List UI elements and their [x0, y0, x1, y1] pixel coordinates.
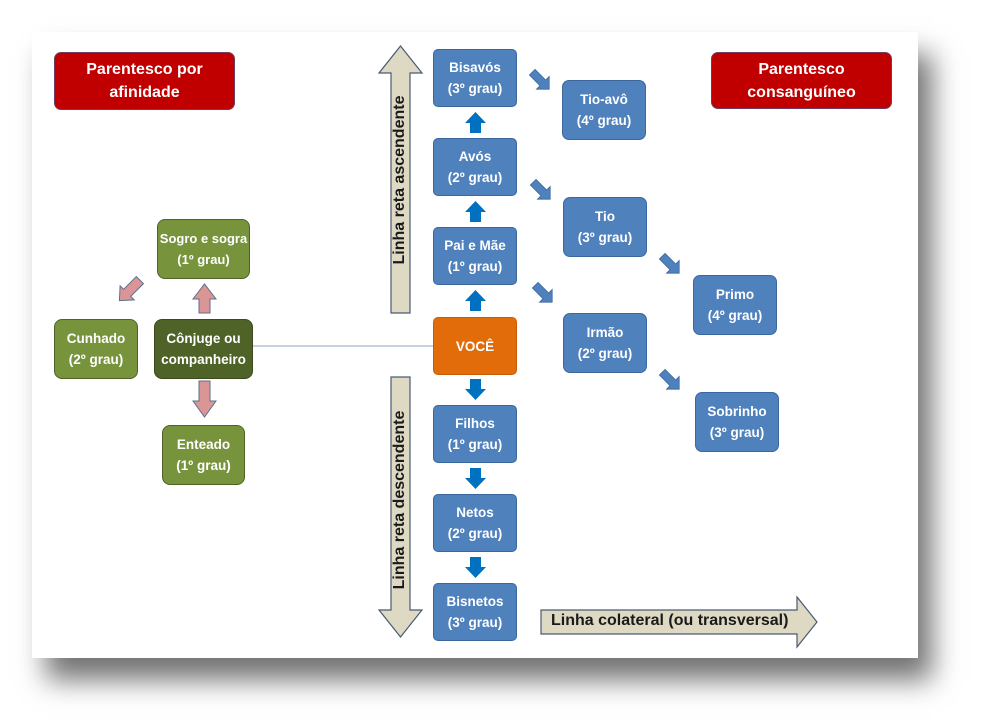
- node-name: Sobrinho: [707, 404, 767, 419]
- node-in-laws: Sogro e sogra (1º grau): [157, 219, 250, 279]
- node-degree: (2º grau): [447, 526, 503, 541]
- node-name: Filhos: [455, 416, 495, 431]
- node-name-line2: companheiro: [161, 352, 246, 367]
- node-children: Filhos (1º grau): [433, 405, 517, 463]
- node-name: VOCÊ: [455, 338, 495, 354]
- node-spouse: Cônjuge ou companheiro: [154, 319, 253, 379]
- node-grandchildren: Netos (2º grau): [433, 494, 517, 552]
- node-degree: (1º grau): [447, 259, 503, 274]
- header-consanguineous-line1: Parentesco: [758, 60, 845, 78]
- node-degree: (2º grau): [577, 346, 633, 361]
- arrow-diagonal-icon: [528, 68, 550, 90]
- header-consanguineous-line2: consanguíneo: [747, 83, 856, 101]
- arrow-diagonal-icon: [658, 252, 680, 274]
- arrow-up-icon: [465, 201, 486, 222]
- arrow-down-icon: [465, 557, 486, 578]
- node-degree: (3º grau): [447, 615, 503, 630]
- node-name-line1: Cônjuge ou: [166, 331, 241, 346]
- node-name: Irmão: [586, 325, 624, 340]
- ascending-axis-label: Linha reta ascendente: [391, 95, 408, 265]
- header-affinity-line2: afinidade: [109, 84, 180, 101]
- node-grandparents: Avós (2º grau): [433, 138, 517, 196]
- node-uncle: Tio (3º grau): [563, 197, 647, 257]
- down-arrows: [465, 379, 486, 578]
- node-name: Bisavós: [449, 60, 501, 75]
- header-affinity-line1: Parentesco por: [86, 61, 203, 78]
- arrow-up-icon: [465, 290, 486, 311]
- node-degree: (2º grau): [447, 170, 503, 185]
- node-great-uncle: Tio-avô (4º grau): [562, 80, 646, 140]
- node-degree: (4º grau): [576, 113, 632, 128]
- node-name: Primo: [715, 287, 755, 302]
- arrow-diagonal-icon: [118, 275, 145, 302]
- affinity-arrows: [118, 275, 218, 418]
- descending-axis-label: Linha reta descendente: [391, 410, 408, 590]
- node-degree: (2º grau): [68, 352, 124, 367]
- node-name: Tio-avô: [580, 92, 628, 107]
- descending-axis-arrow: [377, 376, 424, 638]
- node-degree: (1º grau): [177, 252, 230, 267]
- arrow-diagonal-icon: [658, 368, 680, 390]
- node-degree: (3º grau): [577, 230, 633, 245]
- arrow-down-icon: [192, 380, 217, 418]
- node-name: Avós: [458, 149, 492, 164]
- arrow-diagonal-icon: [531, 281, 553, 303]
- node-degree: (3º grau): [709, 425, 765, 440]
- ascending-axis-arrow: [377, 45, 424, 314]
- arrow-up-icon: [191, 283, 218, 314]
- header-affinity: Parentesco por afinidade: [54, 52, 235, 110]
- node-name: Cunhado: [66, 331, 126, 346]
- arrow-down-icon: [465, 379, 486, 400]
- diagonal-arrows: [528, 68, 680, 390]
- node-sibling: Irmão (2º grau): [563, 313, 647, 373]
- up-arrows: [465, 112, 486, 311]
- node-nephew: Sobrinho (3º grau): [695, 392, 779, 452]
- node-degree: (3º grau): [447, 81, 503, 96]
- node-name: Pai e Mãe: [444, 238, 506, 253]
- collateral-axis-label: Linha colateral (ou transversal): [551, 612, 789, 629]
- node-great-grandparents: Bisavós (3º grau): [433, 49, 517, 107]
- node-sibling-in-law: Cunhado (2º grau): [54, 319, 138, 379]
- node-name: Netos: [456, 505, 494, 520]
- node-name: Enteado: [176, 437, 231, 452]
- header-consanguineous: Parentesco consanguíneo: [711, 52, 892, 109]
- node-name: Bisnetos: [446, 594, 504, 609]
- node-name: Sogro e sogra: [159, 231, 248, 246]
- node-cousin: Primo (4º grau): [693, 275, 777, 335]
- arrow-diagonal-icon: [529, 178, 551, 200]
- node-name: Tio: [595, 209, 615, 224]
- node-great-grandchildren: Bisnetos (3º grau): [433, 583, 517, 641]
- node-parents: Pai e Mãe (1º grau): [433, 227, 517, 285]
- node-stepchild: Enteado (1º grau): [162, 425, 245, 485]
- node-you: VOCÊ: [433, 317, 517, 375]
- arrow-down-icon: [465, 468, 486, 489]
- arrow-up-icon: [465, 112, 486, 133]
- node-degree: (4º grau): [707, 308, 763, 323]
- collateral-axis-arrow: [540, 595, 818, 649]
- node-degree: (1º grau): [176, 458, 231, 473]
- node-degree: (1º grau): [447, 437, 503, 452]
